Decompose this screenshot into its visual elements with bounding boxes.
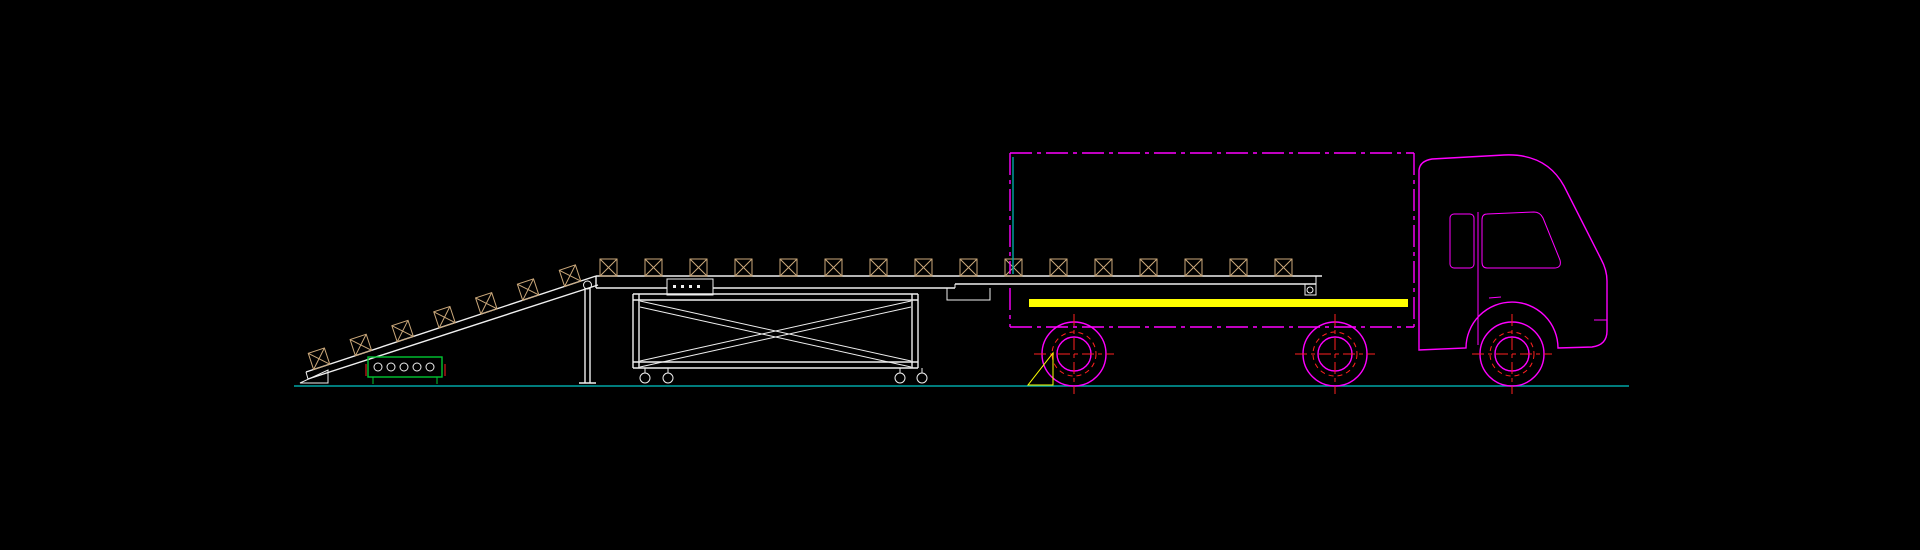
ground-hatch	[294, 387, 1629, 398]
conveyor-trolley	[632, 293, 928, 384]
package-box	[689, 258, 708, 277]
control-box-button	[689, 285, 692, 288]
cab-door-handle	[1488, 296, 1502, 299]
roller	[412, 362, 422, 372]
control-box-button	[673, 285, 676, 288]
incline-bottom-rail	[307, 284, 599, 380]
cab-rear-window	[1449, 213, 1475, 269]
roller	[373, 362, 383, 372]
control-box-button	[697, 285, 700, 288]
package-box	[1094, 258, 1113, 277]
roller-table-frame	[367, 356, 443, 378]
ground	[294, 385, 1629, 398]
package-box	[824, 258, 843, 277]
package-box	[1274, 258, 1293, 277]
package-box	[1139, 258, 1158, 277]
boom-guide-bracket	[946, 288, 991, 301]
incline-end-cap	[305, 371, 309, 380]
control-box	[666, 278, 714, 296]
caster-wheel	[662, 372, 674, 384]
wheel-chock	[1026, 351, 1054, 386]
truck-cab	[1418, 154, 1608, 351]
incline-packages	[307, 264, 582, 370]
package-box	[475, 292, 498, 315]
truck	[1009, 152, 1608, 395]
package-box	[1049, 258, 1068, 277]
package-box	[734, 258, 753, 277]
package-box	[599, 258, 618, 277]
caster-wheel	[894, 372, 906, 384]
package-box	[516, 278, 540, 301]
cab-outline	[1418, 154, 1608, 351]
package-box	[349, 333, 373, 357]
roller	[386, 362, 396, 372]
boom-tip-pulley	[1306, 286, 1314, 294]
package-box	[558, 264, 582, 287]
control-box-button	[681, 285, 684, 288]
package-box	[1184, 258, 1203, 277]
truck-cargo-box	[1009, 152, 1415, 328]
package-box	[644, 258, 663, 277]
incline-base-wedge	[299, 369, 329, 384]
trolley-cross-brace	[639, 306, 912, 368]
truck-wheel-middle	[1294, 313, 1376, 395]
inclined-conveyor	[299, 275, 599, 384]
package-box	[869, 258, 888, 277]
package-box	[433, 306, 456, 329]
caster-wheel	[639, 372, 651, 384]
trolley-cross-brace	[639, 300, 912, 362]
package-box	[1229, 258, 1248, 277]
truck-wheel-front	[1471, 313, 1553, 395]
roller	[399, 362, 409, 372]
boom-tip-hook	[1304, 276, 1317, 296]
package-box	[779, 258, 798, 277]
roller-table	[365, 356, 446, 384]
belt-packages	[599, 258, 1293, 277]
package-box	[307, 347, 331, 370]
caster-wheel	[916, 372, 928, 384]
conveyor-support-post	[579, 280, 596, 384]
truck-side-stripe	[1029, 299, 1408, 307]
package-box	[959, 258, 978, 277]
post-pivot	[583, 280, 592, 290]
truck-wheel-rear	[1033, 313, 1115, 395]
package-box	[914, 258, 933, 277]
package-box	[391, 319, 414, 343]
roller	[425, 362, 435, 372]
cab-door-window	[1481, 211, 1561, 269]
